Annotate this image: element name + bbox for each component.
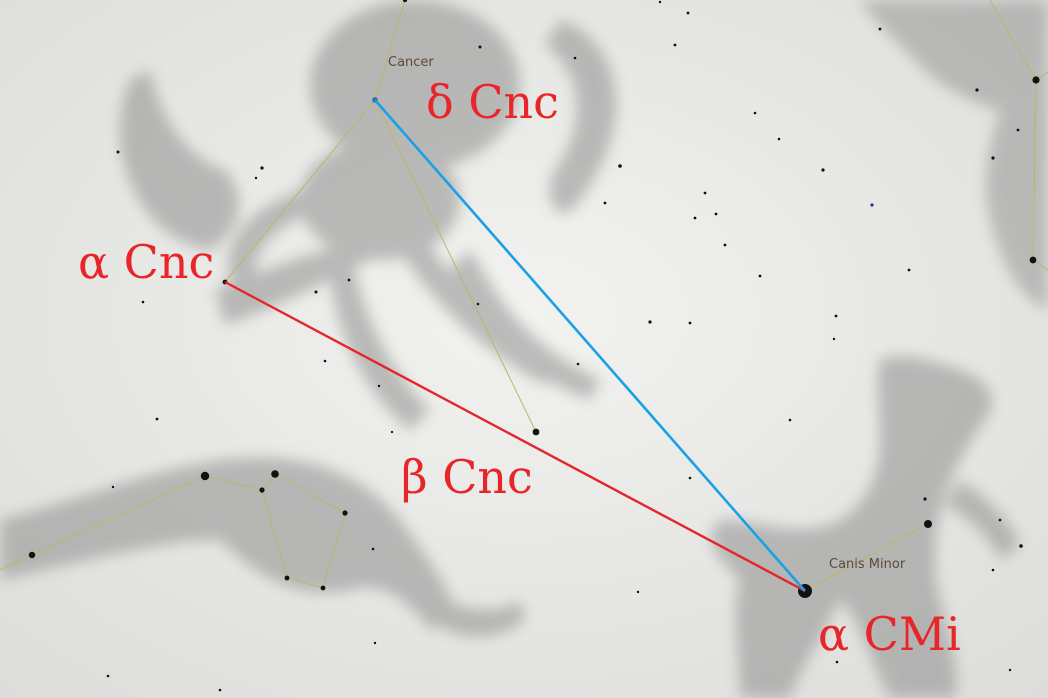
- star-beta-cnc[interactable]: [532, 428, 540, 436]
- gemini-artwork: [860, 0, 1048, 310]
- label-alpha-cnc: α Cnc: [78, 235, 214, 289]
- canis-minor-label: Canis Minor: [829, 557, 906, 572]
- constellation-lines: [0, 0, 1048, 592]
- bright-stars: [28, 0, 1040, 598]
- line-alpha-cnc-to-alpha-cmi: [224, 280, 806, 593]
- cancer-artwork: [119, 0, 617, 430]
- star-beta-cmi[interactable]: [924, 520, 932, 528]
- field-stars: [106, 0, 1023, 692]
- label-delta-cnc: δ Cnc: [426, 75, 559, 129]
- line-delta-cnc-to-alpha-cmi: [374, 99, 806, 592]
- cancer-label: Cancer: [388, 55, 434, 70]
- hydra-artwork: [0, 457, 525, 637]
- label-alpha-cmi: α CMi: [818, 607, 961, 661]
- label-beta-cnc: β Cnc: [401, 450, 533, 504]
- canis-minor-artwork: [711, 355, 1020, 698]
